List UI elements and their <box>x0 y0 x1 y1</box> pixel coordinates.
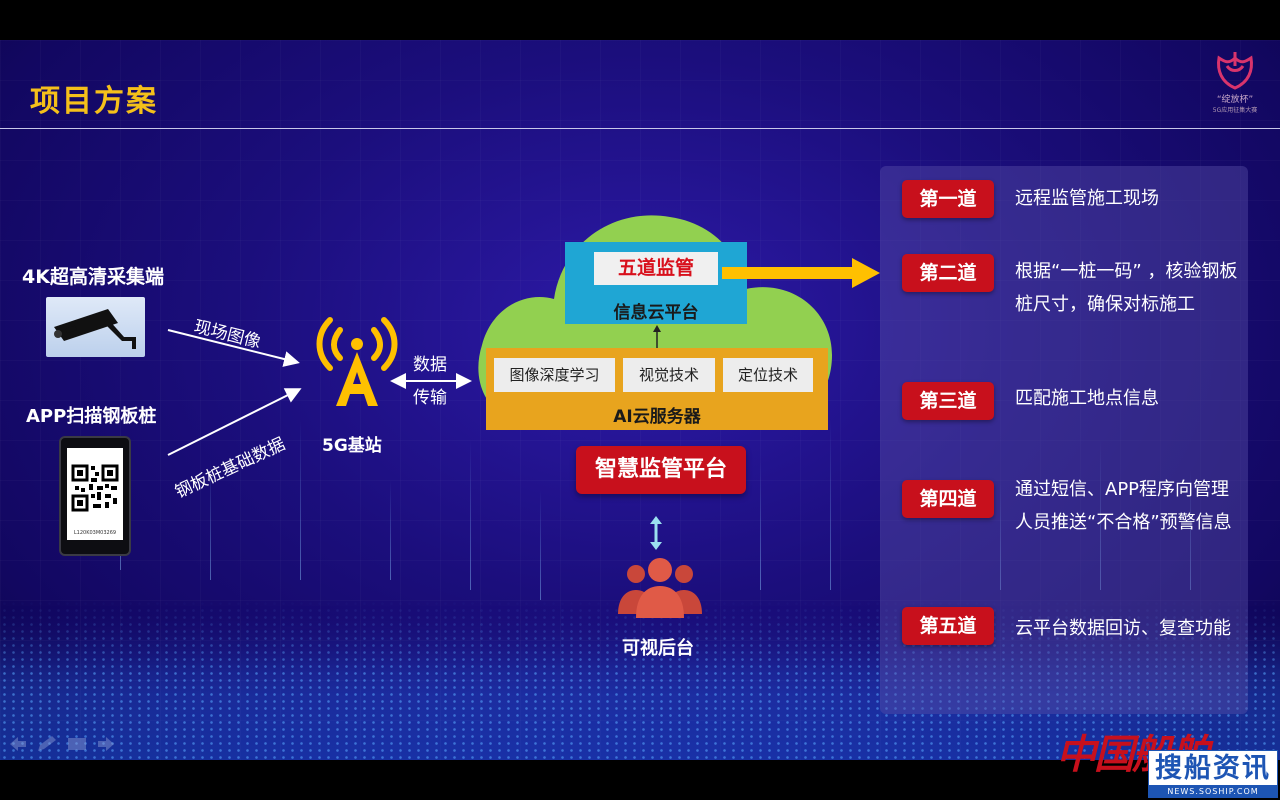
tech-item-positioning: 定位技术 <box>723 358 813 392</box>
phone-device: L120K03M03269 <box>59 436 131 556</box>
backend-link-arrow <box>648 515 664 551</box>
qr-code-icon <box>67 448 123 528</box>
watermark-brand: 搜船资讯 <box>1148 750 1278 786</box>
phone-screen: L120K03M03269 <box>67 448 123 540</box>
info-cloud-platform-label: 信息云平台 <box>565 298 747 323</box>
step-3-badge: 第三道 <box>902 382 994 420</box>
tech-item-vision: 视觉技术 <box>623 358 715 392</box>
security-camera-icon <box>46 297 145 357</box>
logo-name: “绽放杯” <box>1200 92 1270 105</box>
slide-menu-icon[interactable] <box>68 738 86 750</box>
slide-title: 项目方案 <box>30 76 158 120</box>
next-slide-icon[interactable] <box>98 737 114 751</box>
ai-cloud-server-label: AI云服务器 <box>486 402 828 427</box>
rose-logo-icon <box>1213 48 1257 90</box>
tech-item-deep-learning: 图像深度学习 <box>494 358 615 392</box>
visual-backend-label: 可视后台 <box>622 634 694 660</box>
logo-subtitle: 5G应用征集大赛 <box>1200 105 1270 114</box>
step-2-text: 根据“一桩一码” ，核验钢板桩尺寸，确保对标施工 <box>1015 255 1243 321</box>
step-3-text: 匹配施工地点信息 <box>1015 382 1243 415</box>
base-station-label: 5G基站 <box>322 431 382 456</box>
data-link-label-line1: 数据 <box>413 350 447 375</box>
camera-panel <box>46 297 145 357</box>
data-link-label-line2: 传输 <box>413 383 447 408</box>
qr-code-caption: L120K03M03269 <box>69 530 121 536</box>
news-watermark: 中国船舶 搜船资讯 NEWS.SOSHIP.COM <box>1056 722 1280 800</box>
yellow-arrow-icon <box>722 258 882 288</box>
letterbox-top <box>0 0 1280 40</box>
users-group-icon <box>612 556 708 618</box>
slide: 项目方案 “绽放杯” 5G应用征集大赛 4K超高清采集端 APP扫描钢板桩 <box>0 40 1280 760</box>
step-1-badge: 第一道 <box>902 180 994 218</box>
pen-tool-icon[interactable] <box>38 736 56 751</box>
up-arrow-icon <box>650 324 664 350</box>
step-5-text: 云平台数据回访、复查功能 <box>1015 612 1243 645</box>
watermark-url: NEWS.SOSHIP.COM <box>1148 786 1278 798</box>
step-5-badge: 第五道 <box>902 607 994 645</box>
bloom-cup-logo: “绽放杯” 5G应用征集大赛 <box>1200 48 1270 120</box>
step-1-text: 远程监管施工现场 <box>1015 182 1243 215</box>
smart-supervision-platform: 智慧监管平台 <box>576 446 746 494</box>
camera-label: 4K超高清采集端 <box>22 262 164 289</box>
step-4-badge: 第四道 <box>902 480 994 518</box>
five-stage-supervision-box: 五道监管 <box>594 252 718 285</box>
title-divider <box>0 128 1280 129</box>
step-4-text: 通过短信、APP程序向管理人员推送“不合格”预警信息 <box>1015 473 1243 539</box>
step-2-badge: 第二道 <box>902 254 994 292</box>
signal-tower-icon <box>312 310 402 410</box>
presentation-nav-controls[interactable] <box>6 734 118 754</box>
app-scan-label: APP扫描钢板桩 <box>26 402 156 428</box>
previous-slide-icon[interactable] <box>10 737 26 751</box>
